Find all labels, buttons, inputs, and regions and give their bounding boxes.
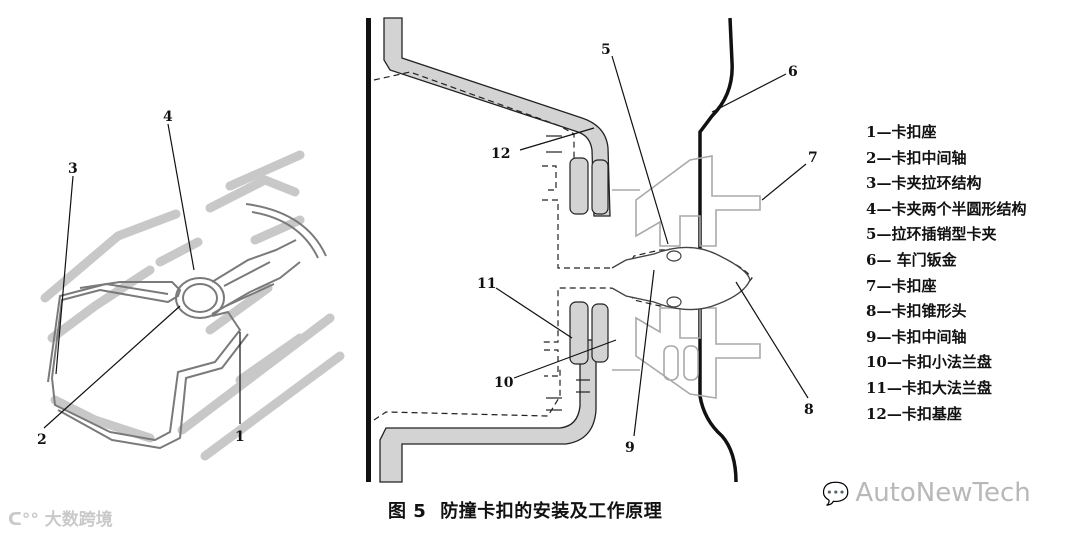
legend-item: 8—卡扣锥形头: [866, 302, 967, 321]
callout-8: 8: [804, 402, 814, 418]
wechat-icon: 💬: [822, 482, 850, 507]
clip-top-view: [40, 150, 345, 461]
legend-item: 9—卡扣中间轴: [866, 327, 967, 346]
legend-item: 3—卡夹拉环结构: [866, 174, 982, 193]
callout-3: 3: [68, 161, 78, 177]
callout-4: 4: [163, 109, 173, 125]
figure-caption: 图 5 防撞卡扣的安装及工作原理: [388, 497, 662, 523]
callout-11: 11: [477, 276, 496, 292]
legend-item: 11—卡扣大法兰盘: [866, 378, 992, 397]
callout-5: 5: [601, 42, 611, 58]
legend-item: 6— 车门钣金: [866, 250, 957, 269]
legend-item: 1—卡扣座: [866, 123, 937, 141]
callout-2: 2: [37, 432, 47, 448]
callout-7: 7: [808, 150, 818, 166]
leader-lines-right: [495, 55, 809, 437]
legend-item: 10—卡扣小法兰盘: [866, 353, 992, 372]
callout-12: 12: [491, 146, 510, 162]
watermark-right: 💬AutoNewTech: [822, 478, 1031, 508]
callout-10: 10: [494, 375, 514, 391]
legend-list: 1—卡扣座 2—卡扣中间轴 3—卡夹拉环结构 4—卡夹两个半圆形结构 5—拉环插…: [866, 120, 1026, 427]
callout-9: 9: [625, 440, 635, 456]
figure-title: 防撞卡扣的安装及工作原理: [440, 501, 663, 522]
legend-item: 5—拉环插销型卡夹: [866, 225, 997, 244]
trim-panel: [366, 18, 371, 482]
door-sheet-metal: [698, 17, 738, 483]
callout-6: 6: [788, 64, 798, 80]
figure-number: 图 5: [388, 501, 427, 522]
leader-lines-left: [43, 123, 241, 429]
watermark-left: ᑕ°° 大数跨境: [8, 510, 113, 530]
legend-item: 4—卡夹两个半圆形结构: [866, 199, 1027, 218]
callout-1: 1: [235, 429, 245, 445]
clip-puller-outline: [47, 203, 327, 449]
legend-item: 12—卡扣基座: [866, 404, 962, 423]
watermark-logo-icon: ᑕ°°: [8, 510, 39, 530]
legend-item: 7—卡扣座: [866, 276, 937, 295]
legend-item: 2—卡扣中间轴: [866, 148, 967, 167]
clip-cross-section: [366, 17, 761, 483]
